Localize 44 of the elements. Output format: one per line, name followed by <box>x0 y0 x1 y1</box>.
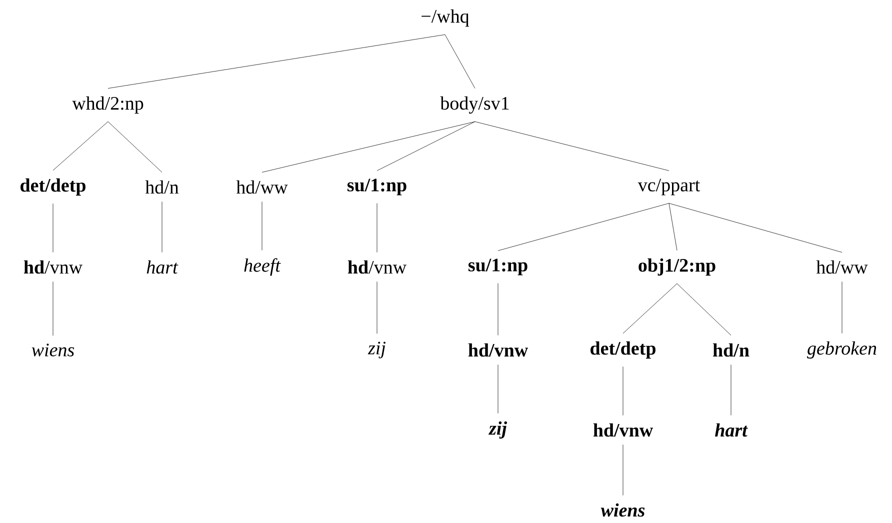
tree-label: heeft <box>244 258 281 276</box>
tree-label: su/1:np <box>347 178 406 196</box>
tree-branch <box>622 444 624 496</box>
tree-label: hart <box>715 423 748 437</box>
tree-label: obj1/2:np <box>638 258 716 276</box>
tree-label: zij <box>488 421 508 439</box>
tree-branch <box>444 34 476 89</box>
tree-label: hd/ww <box>816 260 868 274</box>
tree-branch <box>262 121 476 173</box>
tree-branch <box>498 203 670 251</box>
tree-branch <box>376 121 476 171</box>
tree-label: vc/ppart <box>638 178 700 196</box>
tree-branch <box>52 203 54 253</box>
tree-branch <box>730 364 732 416</box>
tree-branch <box>622 366 624 416</box>
tree-label: wiens <box>600 503 645 517</box>
tree-label: hd/vnw <box>593 423 653 437</box>
tree-label: hd/n <box>145 180 179 194</box>
tree-label: su/1:np <box>468 258 528 276</box>
tree-branch <box>622 283 678 334</box>
tree-label: hd/ww <box>236 180 288 194</box>
tree-label: hd/vnw <box>24 260 82 274</box>
tree-label: hd/vnw <box>468 343 528 357</box>
tree-branch <box>668 203 842 253</box>
tree-label: whd/2:np <box>72 96 144 114</box>
tree-label: gebroken <box>807 341 876 359</box>
tree-label: −/whq <box>422 9 470 27</box>
tree-branch <box>52 121 108 171</box>
tree-branch <box>668 203 678 251</box>
tree-branch <box>108 34 446 89</box>
tree-label: hd/vnw <box>348 260 406 274</box>
tree-branch <box>376 203 378 253</box>
tree-label: wiens <box>32 344 74 356</box>
tree-branch <box>376 281 378 334</box>
tree-label: hd/n <box>712 343 750 357</box>
tree-label: det/detp <box>20 178 86 196</box>
tree-label: zij <box>368 342 386 358</box>
tree-label: det/detp <box>590 341 656 359</box>
tree-branch <box>52 281 54 336</box>
tree-label: body/sv1 <box>440 96 509 114</box>
tree-branch <box>676 283 732 336</box>
tree-label: hart <box>146 260 178 274</box>
tree-branch <box>108 121 162 173</box>
tree-branch <box>474 121 670 171</box>
